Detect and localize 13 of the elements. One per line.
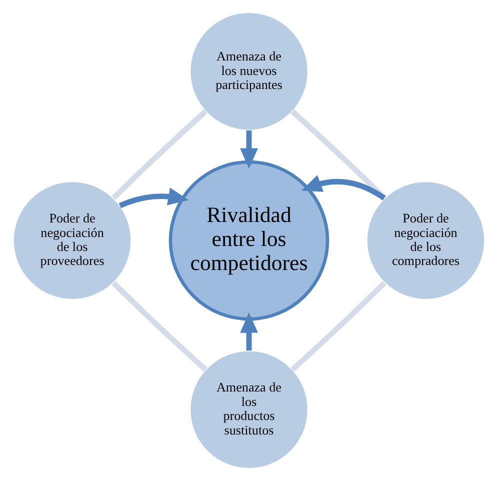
- node-circle: Amenaza de los productos sustitutos: [189, 350, 308, 470]
- node-circle: Rivalidad entre los competidores: [168, 160, 329, 321]
- connector: [111, 280, 207, 372]
- arrow: [118, 188, 188, 208]
- connector: [111, 109, 207, 200]
- connector: [290, 109, 386, 200]
- node-circle: Amenaza de los nuevos participantes: [189, 12, 308, 131]
- connector: [290, 280, 386, 372]
- node-circle: Poder de negociación de los proveedores: [12, 181, 132, 300]
- arrow: [240, 312, 258, 351]
- arrow: [300, 175, 386, 200]
- arrow: [240, 130, 258, 169]
- node-circle: Poder de negociación de los compradores: [366, 181, 485, 300]
